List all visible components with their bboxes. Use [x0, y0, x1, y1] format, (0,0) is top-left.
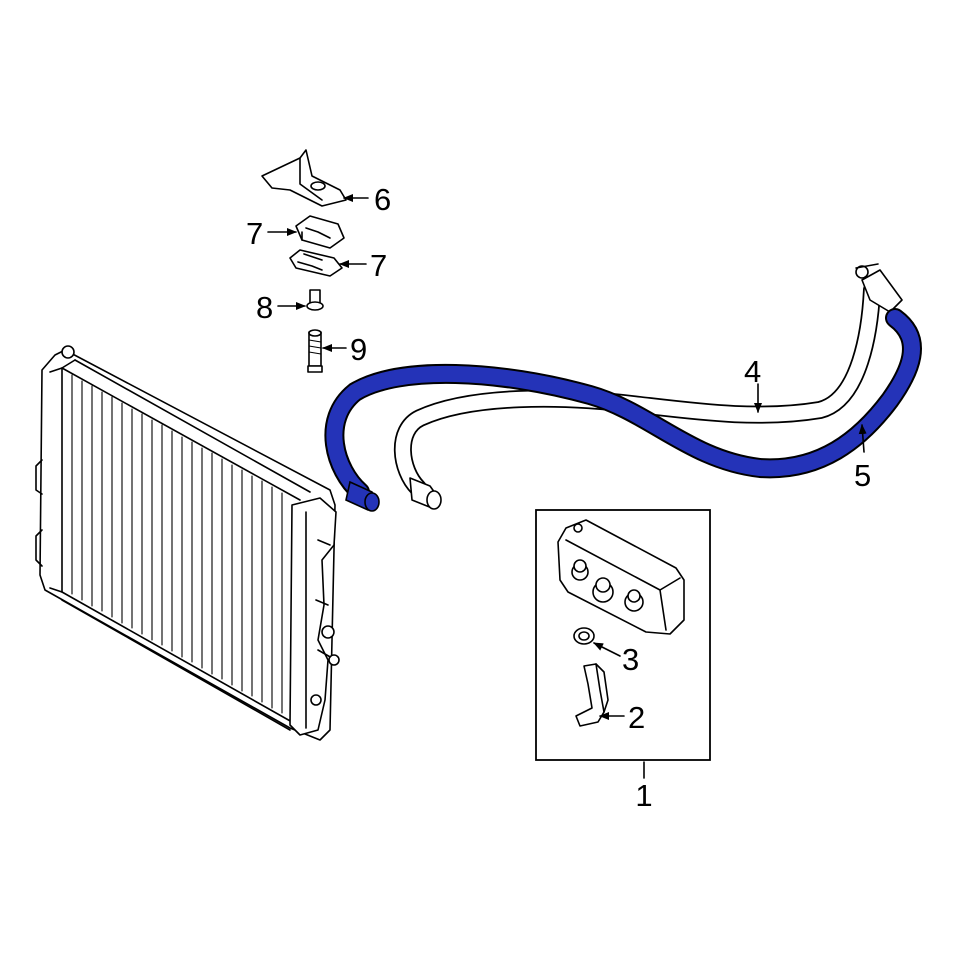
radiator-fins: [71, 374, 283, 714]
retaining-clip: [575, 663, 609, 727]
callout-6: 6: [374, 182, 391, 217]
cooler-hose-supply: [324, 308, 922, 512]
radiator: [35, 345, 340, 741]
hose-clamp-upper: [295, 215, 345, 249]
oil-cooler-group: [535, 509, 711, 761]
cooler-hose-return: [393, 263, 903, 510]
oil-cooler: [557, 519, 685, 635]
callout-3: 3: [622, 642, 639, 677]
bolt: [306, 289, 324, 311]
callout-2: 2: [628, 700, 645, 735]
callout-5: 5: [854, 458, 871, 493]
seal-ring: [573, 627, 595, 645]
hose-clamp-lower: [289, 249, 343, 277]
leader-lines: [267, 194, 867, 779]
callout-8: 8: [256, 290, 273, 325]
callout-1: 1: [635, 778, 652, 813]
stud: [307, 329, 323, 373]
callout-7-upper: 7: [246, 216, 263, 251]
callout-7-lower: 7: [370, 248, 387, 283]
hose-bracket: [261, 149, 347, 207]
callout-4: 4: [744, 354, 761, 389]
callout-9: 9: [350, 332, 367, 367]
